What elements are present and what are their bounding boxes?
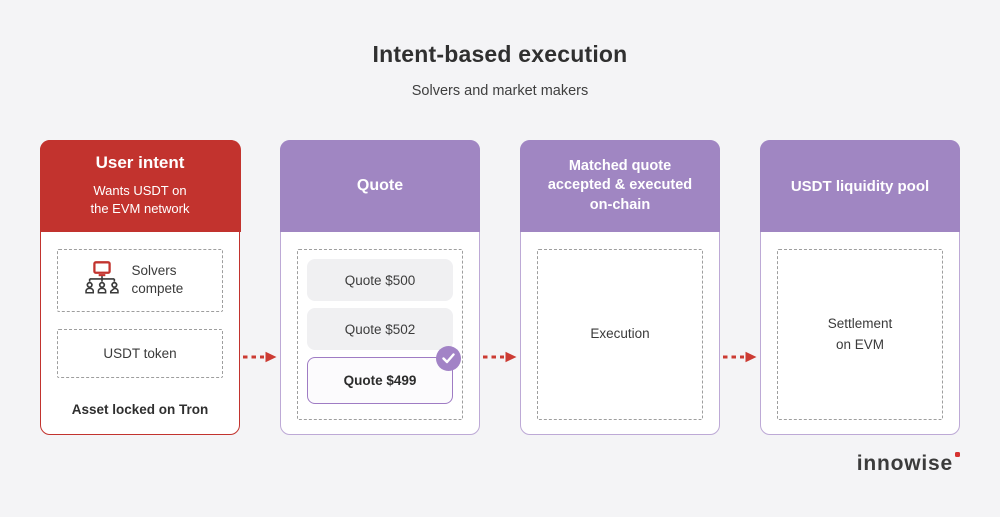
solvers-compete-box: Solvers compete bbox=[57, 248, 223, 312]
card-user-intent-header: User intent Wants USDT on the EVM networ… bbox=[39, 139, 241, 232]
flow-arrow-3 bbox=[720, 351, 760, 363]
card-title: User intent bbox=[95, 153, 185, 173]
innowise-logo-text: innowise bbox=[856, 452, 953, 475]
card-quote: Quote Quote $500 Quote $502 Quote $499 bbox=[280, 140, 480, 435]
innowise-logo: innowise bbox=[857, 452, 960, 476]
quote-pill-500: Quote $500 bbox=[307, 259, 453, 301]
page-subtitle: Solvers and market makers bbox=[411, 83, 589, 99]
solvers-network-icon bbox=[83, 260, 121, 300]
check-icon bbox=[436, 346, 461, 371]
logo-accent-dot bbox=[955, 452, 960, 457]
flow-diagram: User intent Wants USDT on the EVM networ… bbox=[39, 139, 960, 435]
card-header-subtitle: Wants USDT on the EVM network bbox=[90, 183, 190, 216]
usdt-token-box: USDT token bbox=[57, 328, 223, 378]
quote-pill-499-selected: Quote $499 bbox=[307, 346, 461, 404]
card-user-intent-body: Solvers compete USDT token Asset locked … bbox=[41, 232, 239, 435]
flow-arrow-2 bbox=[480, 351, 520, 363]
card-user-intent: User intent Wants USDT on the EVM networ… bbox=[39, 139, 241, 435]
card-quote-header: Quote bbox=[280, 140, 480, 232]
card-title: Matched quote accepted & executed on-cha… bbox=[547, 158, 693, 213]
execution-box: Execution bbox=[537, 249, 703, 420]
card-title: USDT liquidity pool bbox=[790, 177, 930, 195]
card-title: Quote bbox=[356, 177, 404, 194]
card-liquidity-body: Settlement on EVM bbox=[761, 232, 959, 434]
settlement-box: Settlement on EVM bbox=[777, 249, 943, 420]
quote-pill-502: Quote $502 bbox=[307, 308, 453, 350]
quote-pill-499-label: Quote $499 bbox=[343, 373, 417, 388]
card-matched-quote-header: Matched quote accepted & executed on-cha… bbox=[520, 140, 720, 232]
quotes-box: Quote $500 Quote $502 Quote $499 bbox=[297, 249, 463, 420]
card-usdt-liquidity-pool: USDT liquidity pool Settlement on EVM bbox=[760, 140, 960, 435]
execution-label: Execution bbox=[590, 326, 650, 342]
card-quote-body: Quote $500 Quote $502 Quote $499 bbox=[281, 232, 479, 434]
asset-locked-note: Asset locked on Tron bbox=[71, 402, 209, 417]
settlement-label: Settlement on EVM bbox=[827, 316, 893, 352]
card-matched-quote: Matched quote accepted & executed on-cha… bbox=[520, 140, 720, 435]
card-matched-quote-body: Execution bbox=[521, 232, 719, 434]
card-liquidity-header: USDT liquidity pool bbox=[760, 140, 960, 232]
page-title: Intent-based execution bbox=[372, 41, 628, 67]
flow-arrow-1 bbox=[240, 351, 280, 363]
usdt-token-label: USDT token bbox=[103, 345, 177, 361]
solvers-compete-label: Solvers compete bbox=[131, 263, 184, 296]
